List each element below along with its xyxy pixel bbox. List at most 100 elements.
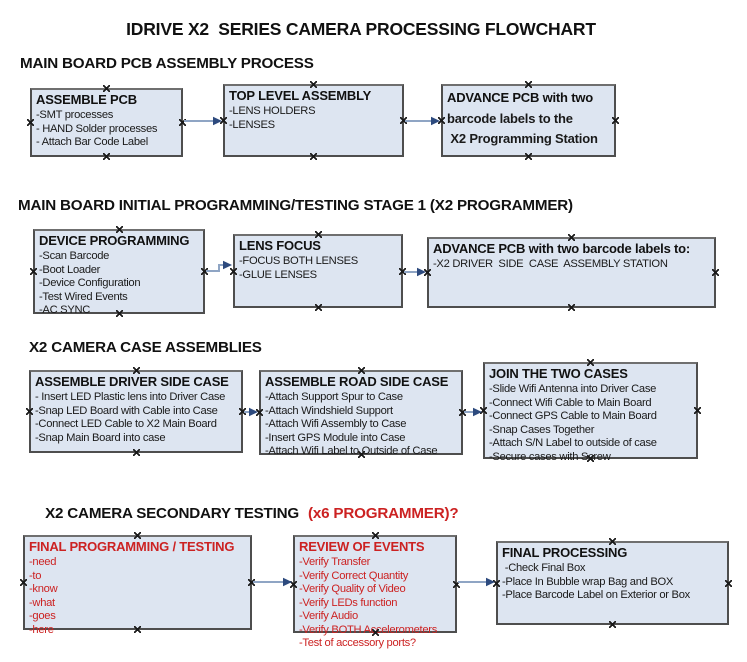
section-heading-pcb-assembly: MAIN BOARD PCB ASSEMBLY PROCESS <box>20 55 314 72</box>
connector-handle-icon <box>424 269 431 276</box>
box-title: JOIN THE TWO CASES <box>489 366 628 381</box>
box-item: -Attach Wifi Label to Outside of Case <box>265 445 438 457</box>
connector-handle-icon <box>248 579 255 586</box>
flow-arrow <box>244 407 258 417</box>
connector-handle-icon <box>239 408 246 415</box>
box-item: -Attach S/N Label to outside of case <box>489 437 657 449</box>
box-item: -GLUE LENSES <box>239 268 317 281</box>
flow-box-final-processing: FINAL PROCESSING -Check Final Box -Place… <box>493 538 732 628</box>
box-item: -LENSES <box>229 118 275 131</box>
box-item: -Snap LED Board with Cable into Case <box>35 404 218 417</box>
box-item: -Connect GPS Cable to Main Board <box>489 410 657 422</box>
flow-box-advance-pcb-case-assembly: ADVANCE PCB with two barcode labels to: … <box>424 234 719 311</box>
flow-box-final-programming-testing: FINAL PROGRAMMING / TESTING -need -to -k… <box>20 532 255 636</box>
flow-arrow <box>404 267 426 277</box>
connector-handle-icon <box>310 153 317 160</box>
box-item: -Verify Quality of Video <box>299 583 406 595</box>
connector-handle-icon <box>612 117 619 124</box>
box-title: TOP LEVEL ASSEMBLY <box>229 88 372 103</box>
flow-arrow <box>464 407 482 417</box>
connector-handle-icon <box>103 153 110 160</box>
flow-box-advance-pcb-programming-station: ADVANCE PCB with two barcode labels to t… <box>438 81 619 160</box>
connector-handle-icon <box>230 267 237 275</box>
box-item: -Verify BOTH Accelerometers <box>299 623 437 636</box>
box-title: FINAL PROGRAMMING / TESTING <box>29 539 235 554</box>
connector-handle-icon <box>438 117 445 124</box>
box-item: -Verify Audio <box>299 610 358 622</box>
box-item: -goes <box>29 610 56 622</box>
box-item: -need <box>29 556 57 568</box>
box-item: -AC SYNC <box>39 304 91 316</box>
connector-handle-icon <box>459 409 466 416</box>
connector-handle-icon <box>725 579 732 587</box>
section-heading-case-assemblies: X2 CAMERA CASE ASSEMBLIES <box>29 339 262 356</box>
box-item: -Connect Wifi Cable to Main Board <box>489 396 652 409</box>
connector-handle-icon <box>694 407 701 414</box>
box-item: -Check Final Box <box>502 562 586 574</box>
flow-box-device-programming: DEVICE PROGRAMMING -Scan Barcode -Boot L… <box>30 226 208 317</box>
box-item: - Attach Bar Code Label <box>36 136 148 148</box>
section-heading-text: X2 CAMERA SECONDARY TESTING <box>45 505 300 522</box>
connector-handle-icon <box>568 234 575 241</box>
page-title: IDRIVE X2 SERIES CAMERA PROCESSING FLOWC… <box>126 19 596 39</box>
box-item: -Attach Support Spur to Case <box>265 391 403 403</box>
box-item: -Verify Correct Quantity <box>299 569 409 582</box>
box-title: ADVANCE PCB with two barcode labels to: <box>433 241 691 256</box>
connector-handle-icon <box>712 269 719 276</box>
box-item: -what <box>29 596 55 609</box>
flow-arrow <box>405 116 440 126</box>
flow-box-lens-focus: LENS FOCUS -FOCUS BOTH LENSES -GLUE LENS… <box>230 231 406 311</box>
connector-handle-icon <box>132 449 140 456</box>
connector-handle-icon <box>480 407 487 414</box>
box-item: -Verify Transfer <box>299 556 371 568</box>
box-item: -Secure cases with Screw <box>489 450 611 463</box>
box-item: -Attach Wifi Assembly to Case <box>265 418 407 430</box>
flow-arrow <box>184 116 222 126</box>
connector-handle-icon <box>30 268 37 275</box>
box-title: ASSEMBLE PCB <box>36 92 137 107</box>
flow-box-top-level-assembly: TOP LEVEL ASSEMBLY -LENS HOLDERS -LENSES <box>220 81 407 160</box>
box-title: ASSEMBLE DRIVER SIDE CASE <box>35 374 229 389</box>
connector-handle-icon <box>179 119 186 126</box>
box-title: FINAL PROCESSING <box>502 545 628 560</box>
connector-handle-icon <box>357 367 365 374</box>
box-title: ADVANCE PCB with two <box>447 90 593 105</box>
box-title: ASSEMBLE ROAD SIDE CASE <box>265 374 449 389</box>
connector-handle-icon <box>609 538 616 545</box>
box-item: -know <box>29 583 58 595</box>
box-item: -Test of accessory ports? <box>299 637 416 649</box>
connector-handle-icon <box>20 579 27 586</box>
flow-box-join-the-two-cases: JOIN THE TWO CASES -Slide Wifi Antenna i… <box>480 359 701 463</box>
box-item: -Test Wired Events <box>39 290 128 303</box>
connector-handle-icon <box>568 304 575 311</box>
connector-handle-icon <box>27 119 34 126</box>
box-item: -X2 DRIVER SIDE CASE ASSEMBLY STATION <box>433 258 668 270</box>
flow-arrow <box>458 577 495 587</box>
flow-box-assemble-pcb: ASSEMBLE PCB -SMT processes - HAND Solde… <box>27 85 186 160</box>
box-item: -to <box>29 569 42 582</box>
section-heading-initial-programming: MAIN BOARD INITIAL PROGRAMMING/TESTING S… <box>18 197 573 214</box>
box-item: -LENS HOLDERS <box>229 105 316 117</box>
section-heading-red-suffix: (x6 PROGRAMMER)? <box>308 505 459 522</box>
box-item: -Snap Cases Together <box>489 423 595 436</box>
box-item: -Connect LED Cable to X2 Main Board <box>35 418 217 430</box>
box-item: -Snap Main Board into case <box>35 431 166 444</box>
connector-handle-icon <box>314 304 322 311</box>
connector-handle-icon <box>132 367 140 374</box>
box-item: - Insert LED Plastic lens into Driver Ca… <box>35 391 226 403</box>
box-title: REVIEW OF EVENTS <box>299 539 425 554</box>
flow-box-review-of-events: REVIEW OF EVENTS -Verify Transfer -Verif… <box>290 532 460 649</box>
box-item: -Scan Barcode <box>39 250 110 262</box>
connector-handle-icon <box>201 268 208 275</box>
box-item: -FOCUS BOTH LENSES <box>239 255 358 267</box>
connector-handle-icon <box>587 359 594 366</box>
connector-handle-icon <box>220 117 227 124</box>
connector-handle-icon <box>525 153 532 160</box>
connector-handle-icon <box>256 409 263 416</box>
flow-arrow <box>253 577 292 587</box>
connector-handle-icon <box>290 580 297 588</box>
box-title: DEVICE PROGRAMMING <box>39 233 190 248</box>
connector-handle-icon <box>115 226 123 233</box>
box-title: LENS FOCUS <box>239 238 321 253</box>
box-item: -Insert GPS Module into Case <box>265 431 406 444</box>
